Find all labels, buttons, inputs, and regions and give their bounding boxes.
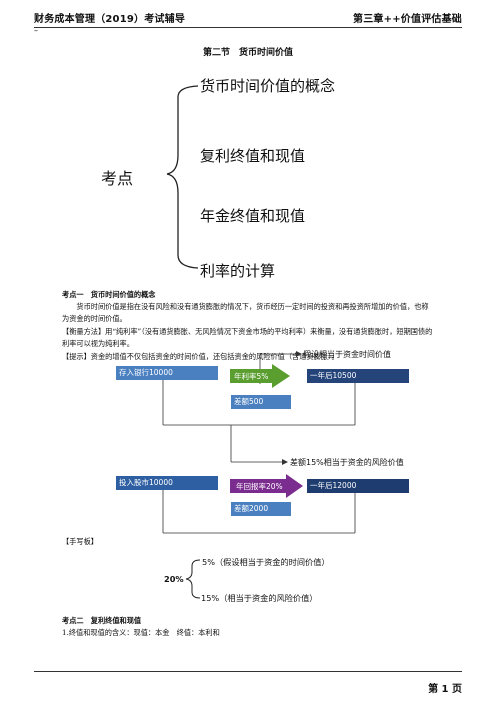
point1-title: 考点一 货币时间价值的概念	[62, 290, 156, 299]
note-risk-value: 差额15%相当于资金的风险价值	[290, 458, 404, 467]
box-after-one-year-bank: 一年后10500	[307, 369, 409, 383]
box-diff-2000: 差额2000	[231, 502, 291, 516]
handwritten-risk-value: 15%（相当于资金的风险价值）	[201, 593, 318, 603]
point1-definition: 货币时间价值是指在没有风险和没有通货膨胀的情况下，货币经历一定时间的投资和再投资…	[62, 302, 429, 324]
handwritten-time-value: 5%（假设相当于资金的时间价值）	[202, 557, 330, 567]
mindmap-item-annuity: 年金终值和现值	[200, 207, 306, 225]
mindmap-item-rate: 利率的计算	[200, 262, 276, 280]
mindmap-item-concept: 货币时间价值的概念	[200, 77, 336, 95]
footer-rule	[34, 671, 462, 672]
point1-measure: 【衡量方法】用“纯利率”（没有通货膨胀、无风险情况下资金市场的平均利率）来衡量，…	[62, 327, 433, 349]
chapter-title: 第三章++价值评估基础	[353, 14, 462, 25]
box-deposit-bank: 存入银行10000	[116, 366, 218, 380]
box-invest-stock: 投入股市10000	[116, 476, 218, 490]
header-rule	[34, 27, 462, 28]
page-number: 第 1 页	[428, 684, 462, 695]
point2-line1: 1.终值和现值的含义：现值：本金 终值：本利和	[62, 628, 220, 637]
box-diff-500: 差额500	[231, 395, 291, 409]
arrow-label-rate-5: 年利率5%	[234, 372, 269, 381]
note-time-value: 假设相当于资金时间价值	[303, 350, 391, 359]
arrow-label-return-20: 年回报率20%	[236, 482, 283, 491]
point2-title: 考点二 复利终值和现值	[62, 616, 142, 625]
box-after-one-year-stock: 一年后12000	[307, 479, 409, 493]
handwritten-label: 【手写板】	[62, 537, 98, 546]
mindmap-root: 考点	[101, 169, 134, 188]
header-dash: –	[34, 26, 38, 35]
mindmap-item-compound: 复利终值和现值	[200, 147, 306, 165]
header-title: 财务成本管理（2019）考试辅导	[34, 14, 186, 25]
point1-tip: 【提示】资金的增值不仅包括资金的时间价值，还包括资金的风险价值（含通货膨胀）。	[62, 352, 339, 361]
section-title: 第二节 货币时间价值	[202, 48, 293, 58]
handwritten-total: 20%	[164, 574, 184, 584]
